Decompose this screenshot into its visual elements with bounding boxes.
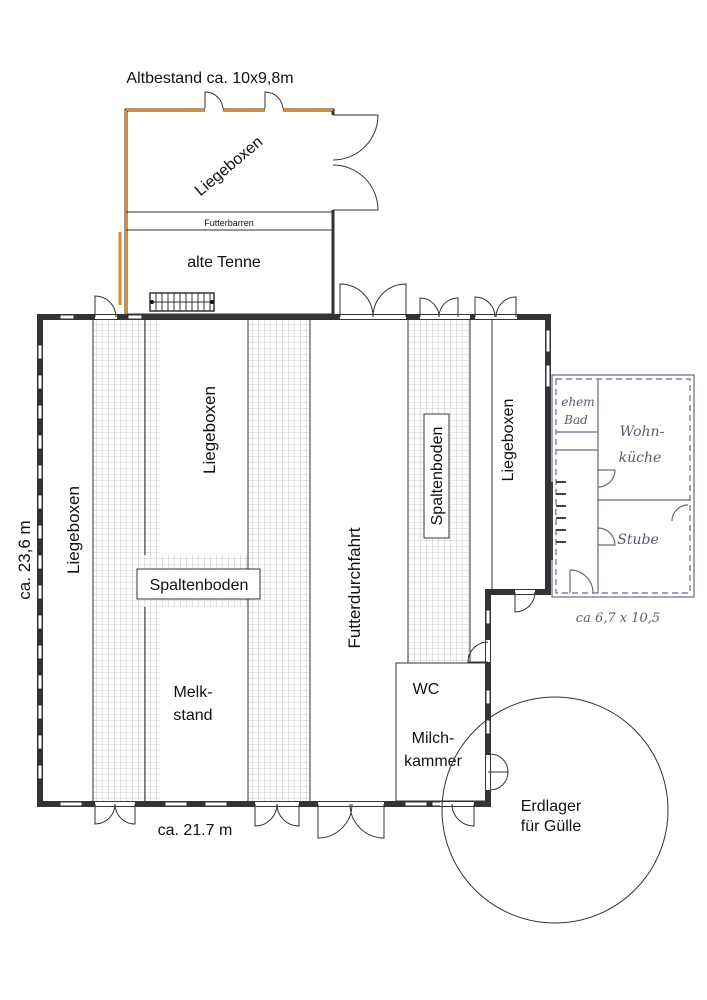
feed-bar-label: Futterbarren bbox=[204, 218, 254, 228]
center-stalls-label: Liegeboxen bbox=[200, 386, 219, 474]
milk-room-label-1: Milch- bbox=[412, 730, 455, 747]
barn-length-label: ca. 23,6 m bbox=[15, 520, 34, 599]
former-bath-label-2: Bad bbox=[563, 413, 588, 427]
left-stalls-label: Liegeboxen bbox=[64, 486, 83, 574]
slurry-store-label-1: Erdlager bbox=[521, 798, 582, 815]
milking-parlour-label-1: Melk- bbox=[173, 684, 212, 701]
barn-width-label: ca. 21.7 m bbox=[158, 822, 233, 839]
house-dimension-label: ca 6,7 x 10,5 bbox=[576, 611, 660, 626]
right-stalls-label: Liegeboxen bbox=[500, 399, 517, 482]
former-bath-label-1: ehem bbox=[561, 395, 594, 409]
old-stalls-label: Liegeboxen bbox=[192, 133, 266, 199]
main-barn: ca. 23,6 m ca. 21.7 m Liegeboxen Liegebo… bbox=[15, 283, 551, 839]
milking-parlour-label-2: stand bbox=[173, 707, 212, 724]
kitchen-label-2: küche bbox=[619, 450, 662, 466]
milk-room-label-2: kammer bbox=[404, 753, 462, 770]
slatted-floor-label: Spaltenboden bbox=[150, 577, 249, 594]
slurry-store-label-2: für Gülle bbox=[521, 818, 582, 835]
slatted-area-right bbox=[248, 320, 310, 804]
feed-aisle-label: Futterdurchfahrt bbox=[345, 527, 364, 648]
old-building: Altbestand ca. 10x9,8m Liegeboxen Futter… bbox=[118, 70, 379, 317]
parlour-label: Stube bbox=[617, 532, 658, 548]
east-slatted-floor-label: Spaltenboden bbox=[429, 427, 446, 526]
old-building-title: Altbestand ca. 10x9,8m bbox=[126, 70, 293, 87]
kitchen-label-1: Wohn- bbox=[620, 424, 665, 440]
house-sketch: ehem Bad Wohn- küche Stube ca 6,7 x 10,5 bbox=[551, 374, 695, 626]
old-threshing-floor-label: alte Tenne bbox=[187, 254, 261, 271]
wc-label: WC bbox=[413, 681, 440, 698]
slatted-area-left bbox=[93, 320, 160, 804]
slurry-store: Erdlager für Gülle bbox=[441, 696, 669, 924]
